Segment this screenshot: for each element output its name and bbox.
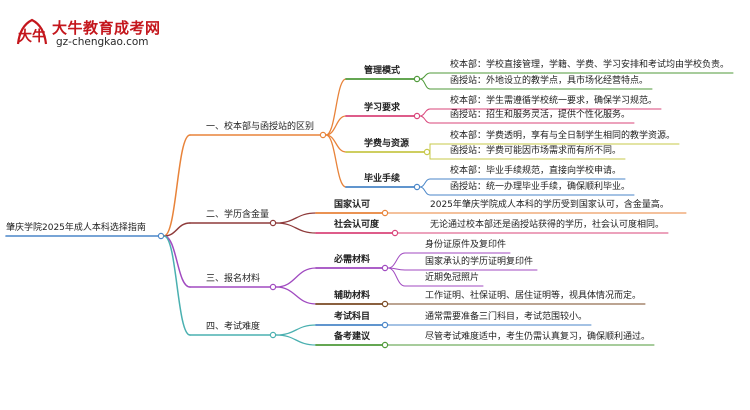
leaf-item: 函授站：外地设立的教学点，具市场化经营特点。: [450, 76, 649, 86]
branch-connector: [163, 235, 191, 288]
leaf-connector: [387, 252, 406, 269]
sub-2-2-label: 社会认可度: [334, 220, 380, 230]
sub-connector: [325, 78, 347, 136]
leaf-connector: [419, 108, 431, 117]
sub-4-2-label: 备考建议: [334, 332, 371, 342]
sub-connector: [275, 324, 317, 336]
sub-1-3-node: [423, 148, 431, 156]
leaf-connector: [419, 115, 431, 124]
leaf-item: 通常需要准备三门科目，考试范围较小。: [425, 312, 588, 322]
leaf-item: 函授站：招生和服务灵活，提供个性化服务。: [450, 110, 631, 120]
sub-3-1-label: 必需材料: [334, 255, 371, 265]
logo-mark-text: 大牛: [18, 28, 46, 45]
leaf-item: 校本部：毕业手续规范，直接向学校申请。: [450, 166, 622, 176]
sub-1-4-node: [413, 183, 421, 191]
branch-connector: [163, 235, 191, 336]
sub-connector: [275, 222, 317, 234]
logo-icon: 大牛: [14, 14, 50, 50]
branch-3-label: 三、报名材料: [206, 274, 261, 284]
leaf-item: 近期免冠照片: [425, 273, 480, 283]
branch-4-node: [269, 331, 277, 339]
branch-1-label: 一、校本部与函授站的区别: [206, 122, 315, 132]
leaf-connector: [419, 78, 431, 90]
sub-4-1-node: [381, 321, 389, 329]
leaf-item: 工作证明、社保证明、居住证明等，视具体情况而定。: [425, 291, 642, 301]
sub-4-2-node: [381, 341, 389, 349]
sub-1-1-node: [413, 75, 421, 83]
leaf-item: 尽管考试难度适中，考生仍需认真复习，确保顺利通过。: [425, 332, 651, 342]
leaf-item: 函授站：统一办理毕业手续，确保顺利毕业。: [450, 182, 631, 192]
leaf-item: 2025年肇庆学院成人本科的学历受到国家认可，含金量高。: [430, 200, 669, 210]
sub-3-2-node: [381, 300, 389, 308]
leaf-item: 校本部：学生需遵循学校统一要求，确保学习规范。: [450, 96, 658, 106]
branch-2-label: 二、学历含金量: [206, 210, 270, 220]
sub-connector: [275, 334, 317, 346]
sub-2-1-node: [381, 209, 389, 217]
leaf-item: 校本部：学费透明，享有与全日制学生相同的教学资源。: [450, 131, 676, 141]
leaf-connector: [419, 178, 431, 188]
branch-3-node: [269, 283, 277, 291]
sub-connector: [275, 286, 317, 305]
sub-3-2-label: 辅助材料: [334, 291, 371, 301]
leaf-connector: [419, 72, 431, 80]
sub-1-2-node: [413, 112, 421, 120]
leaf-item: 身份证原件及复印件: [425, 240, 507, 250]
sub-2-2-node: [391, 229, 399, 237]
branch-4-label: 四、考试难度: [206, 322, 261, 332]
logo-url: gz-chengkao.com: [56, 36, 149, 48]
sub-4-1-label: 考试科目: [334, 312, 371, 322]
leaf-connector: [387, 267, 406, 287]
leaf-item: 校本部：学校直接管理，学籍、学费、学习安排和考试均由学校负责。: [450, 60, 730, 70]
sub-connector: [275, 267, 317, 288]
logo-title: 大牛教育成考网: [52, 19, 161, 37]
sub-connector: [325, 134, 347, 188]
root-topic: 肇庆学院2025年成人本科选择指南: [6, 223, 146, 233]
branch-connector: [163, 134, 191, 237]
sub-3-1-node: [381, 264, 389, 272]
leaf-item: 函授站：学费可能因市场需求而有所不同。: [450, 146, 622, 156]
sub-1-4-label: 毕业手续: [364, 174, 401, 184]
leaf-item: 国家承认的学历证明复印件: [425, 257, 534, 267]
sub-connector: [275, 212, 317, 224]
sub-2-1-label: 国家认可: [334, 200, 371, 210]
branch-2-node: [269, 219, 277, 227]
leaf-connector: [419, 186, 431, 196]
sub-1-1-label: 管理模式: [364, 66, 401, 76]
sub-1-3-label: 学费与资源: [364, 139, 410, 149]
branch-connector: [163, 222, 191, 237]
root-node: [157, 232, 165, 240]
leaf-item: 无论通过校本部还是函授站获得的学历，社会认可度相同。: [430, 220, 665, 230]
sub-1-2-label: 学习要求: [364, 103, 401, 113]
sub-connector: [325, 115, 347, 136]
branch-1-node: [319, 131, 327, 139]
